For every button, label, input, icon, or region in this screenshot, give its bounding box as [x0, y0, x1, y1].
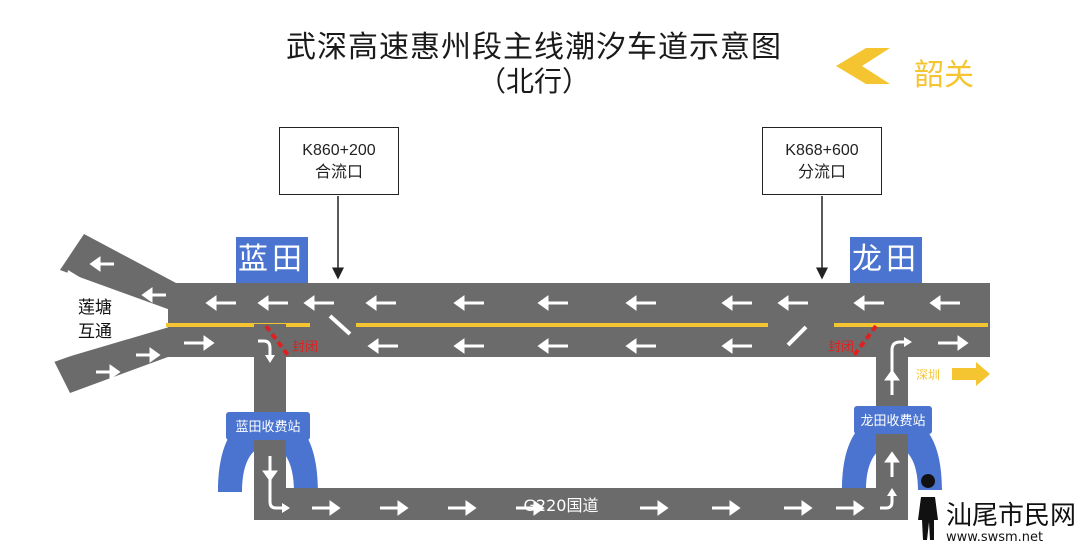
lantian-turn-arrow — [258, 339, 272, 356]
lane-arrow-tidal — [367, 338, 398, 354]
diagram-title: 武深高速惠州段主线潮汐车道示意图 — [286, 30, 782, 65]
branch-road-lower — [54, 325, 176, 393]
g220-arrow — [448, 500, 477, 516]
lane-arrow-upper — [537, 295, 568, 311]
interchange-triangle — [54, 270, 158, 362]
g220-arrow — [712, 500, 741, 516]
lane-arrow-upper — [303, 295, 334, 311]
lane-arrow-upper — [929, 295, 960, 311]
lantian-connector-arrow — [262, 456, 278, 482]
lantian-closed-label: 封闭 — [292, 340, 318, 355]
interchange-label-line2: 互通 — [78, 322, 112, 342]
lane-arrow-tidal — [721, 338, 752, 354]
south-direction-arrow — [952, 362, 990, 386]
diagram-subtitle: （北行） — [477, 65, 590, 98]
watermark-figure-icon — [918, 474, 938, 540]
merge-callout: K860+200 合流口 — [279, 127, 399, 195]
lane-arrow-upper — [257, 295, 288, 311]
lane-arrow-tidal — [625, 338, 656, 354]
watermark: 汕尾市民网 www.swsm.net — [918, 474, 1076, 544]
longtian-turn-arrow — [890, 340, 906, 380]
lane-arrow-upper — [625, 295, 656, 311]
lane-arrow-lower-west — [184, 335, 215, 351]
g220-arrow — [312, 500, 341, 516]
longtian-connector-arrow — [884, 451, 900, 477]
lane-arrows — [89, 256, 969, 516]
branch-arrow-lower — [136, 347, 161, 363]
merge-km: K860+200 — [302, 142, 376, 159]
lane-arrow-upper — [777, 295, 808, 311]
lantian-station-sign: 蓝田 — [236, 237, 308, 283]
branch-arrow-upper — [141, 287, 166, 303]
g220-label: G220国道 — [524, 496, 599, 515]
g220-road — [254, 488, 908, 520]
lane-arrow-upper — [721, 295, 752, 311]
diverge-km: K868+600 — [785, 142, 859, 159]
diverge-label: 分流口 — [797, 164, 846, 181]
branch-arrow-upper — [89, 256, 114, 272]
longtian-closed-marker — [850, 324, 878, 360]
g220-arrow — [784, 500, 813, 516]
g220-arrow — [836, 500, 865, 516]
lane-arrow-upper — [205, 295, 236, 311]
g220-arrow — [380, 500, 409, 516]
g220-east-turn-arrow — [880, 494, 894, 510]
north-direction-chevron — [836, 48, 890, 84]
lane-arrow-upper — [453, 295, 484, 311]
g220-west-turn-arrow — [268, 478, 284, 510]
watermark-name: 汕尾市民网 — [946, 501, 1076, 531]
lane-arrow-lower-east — [938, 335, 969, 351]
north-direction-label: 韶关 — [914, 58, 974, 93]
lantian-closed-marker — [264, 324, 292, 360]
interchange-label-line1: 莲塘 — [78, 298, 112, 318]
merge-diagonal-arrow — [328, 314, 352, 336]
merge-label: 合流口 — [314, 164, 363, 181]
lane-arrow-upper — [853, 295, 884, 311]
diverge-diagonal-arrow — [786, 325, 808, 347]
longtian-closed-label: 封闭 — [828, 340, 854, 355]
lane-arrow-tidal — [453, 338, 484, 354]
main-expressway — [168, 283, 990, 357]
g220-arrow — [640, 500, 669, 516]
lane-arrow-tidal — [537, 338, 568, 354]
lantian-toll-label: 蓝田收费站 — [235, 420, 300, 435]
branch-arrow-lower — [96, 364, 121, 380]
lane-arrow-upper — [365, 295, 396, 311]
longtian-toll-label: 龙田收费站 — [860, 414, 925, 429]
longtian-station-sign: 龙田 — [850, 237, 922, 283]
diverge-callout: K868+600 分流口 — [762, 127, 882, 195]
g220-arrow — [516, 500, 545, 516]
south-direction-label: 深圳 — [916, 368, 940, 382]
watermark-url: www.swsm.net — [946, 530, 1043, 544]
